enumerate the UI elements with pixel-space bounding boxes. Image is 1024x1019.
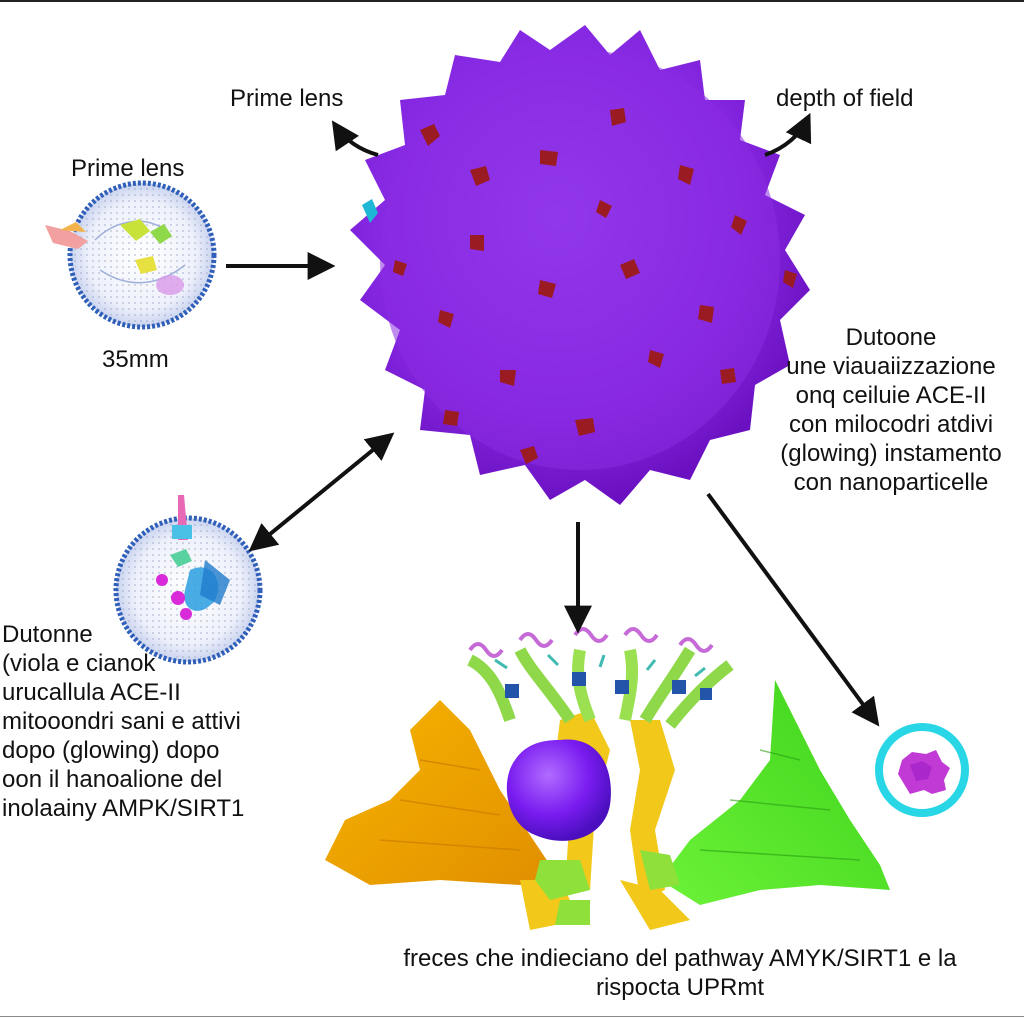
bottom-caption: freces che indieciano del pathway AMYK/S… [360,944,1000,1002]
top-left-callout: Prime lens [230,85,344,112]
small-cell-bottom [113,495,263,665]
right-description-line: onq ceiluie ACE-II [795,382,987,409]
right-description-line: (glowing) instamento [780,440,1002,467]
small-cell-title: Prime lens [71,155,185,182]
arrow-depth-of-field [764,112,812,157]
right-description-line: con nanoparticelle [793,469,989,496]
left-description-line: oon il hanoalione del [2,766,223,793]
left-description-line: (viola e cianok [2,650,156,677]
arrow-prime-lens [331,120,379,157]
bottom-assembly [325,627,890,930]
main-cell [350,25,810,505]
small-cell-top [45,180,217,330]
right-description-line: une viauaiizzazione [786,353,996,380]
left-description: Dutonne (viola e cianok urucallula ACE-I… [2,620,244,823]
bottom-border [0,1016,1024,1017]
top-right-callout: depth of field [776,85,914,112]
small-cell-caption: 35mm [102,346,169,373]
arrow-bidirectional [248,432,395,552]
ring-cell [875,723,969,817]
right-description-line: Dutoone [845,324,937,351]
arrow-main-to-ring [706,492,880,727]
left-description-line: urucallula ACE-II [2,679,181,706]
right-description-line: con milocodri atdivi [788,411,994,438]
left-description-line: Dutonne [2,621,93,648]
left-description-line: mitooondri sani e attivi [2,708,241,735]
right-description: Dutoone une viauaiizzazione onq ceiluie … [760,323,1022,497]
bottom-caption-line: freces che indieciano del pathway AMYK/S… [403,945,957,972]
bottom-caption-line: rispocta UPRmt [595,974,765,1001]
arrows [226,112,880,727]
left-description-line: dopo (glowing) dopo [2,737,220,764]
left-description-line: inolaainy AMPK/SIRT1 [2,795,245,822]
top-border [0,0,1024,2]
